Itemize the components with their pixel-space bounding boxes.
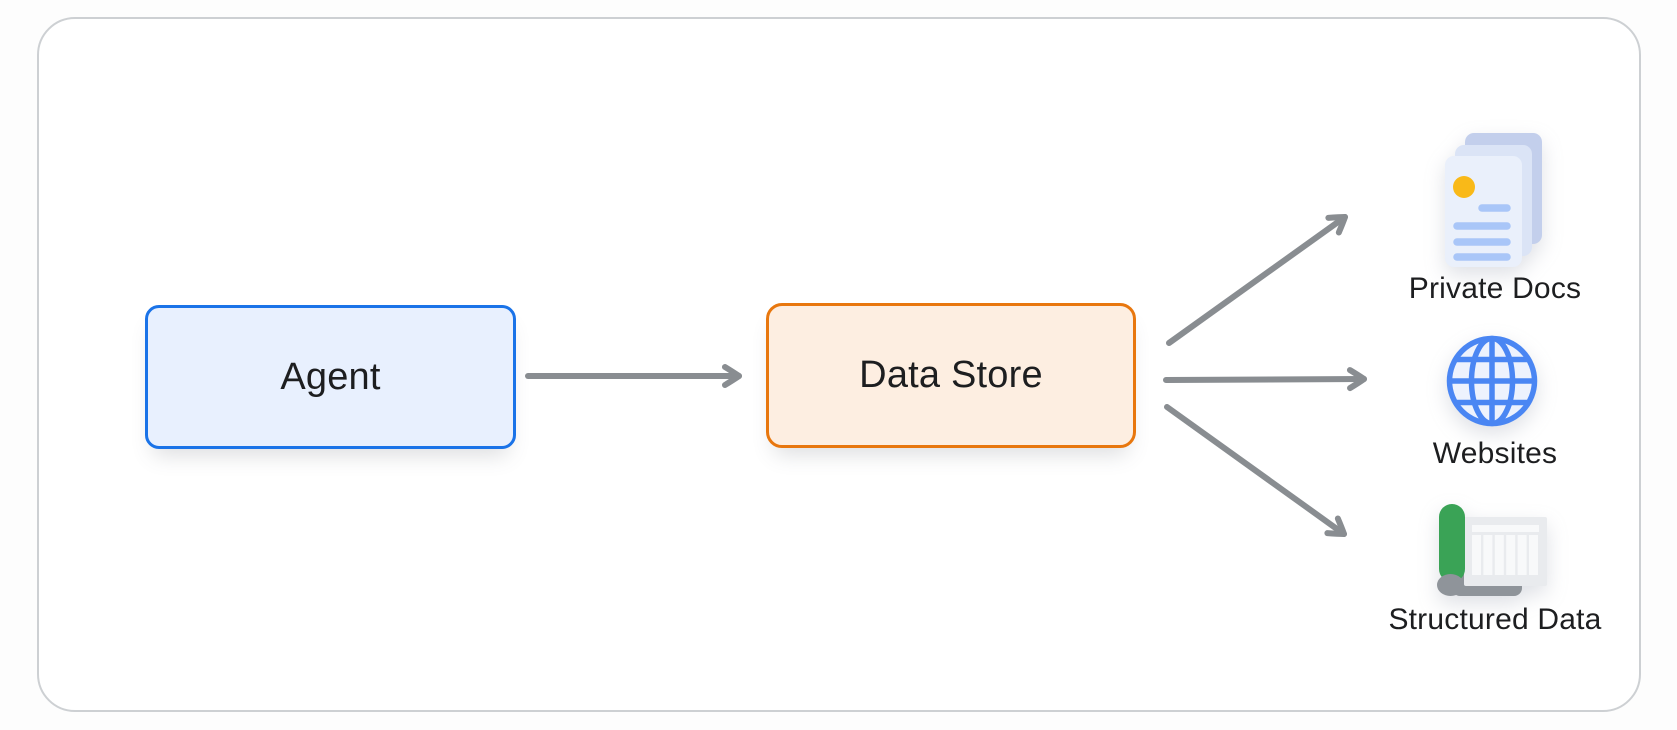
agent-node-label: Agent — [280, 355, 381, 398]
arrow-datastore-to-private-docs — [1166, 214, 1348, 346]
data-scroll-icon — [1437, 504, 1547, 596]
diagram-card: Agent Data Store Private Docs — [37, 17, 1641, 712]
data-store-node: Data Store — [766, 303, 1136, 448]
data-store-node-label: Data Store — [859, 354, 1043, 396]
arrow-datastore-to-structured-data — [1164, 404, 1347, 537]
private-docs-label: Private Docs — [1408, 272, 1582, 305]
agent-node: Agent — [145, 305, 516, 449]
globe-icon — [1446, 335, 1538, 427]
websites-label: Websites — [1432, 437, 1558, 470]
structured-data-label: Structured Data — [1388, 603, 1602, 636]
documents-stack-icon — [1445, 133, 1542, 267]
arrow-datastore-to-websites — [1163, 367, 1367, 392]
